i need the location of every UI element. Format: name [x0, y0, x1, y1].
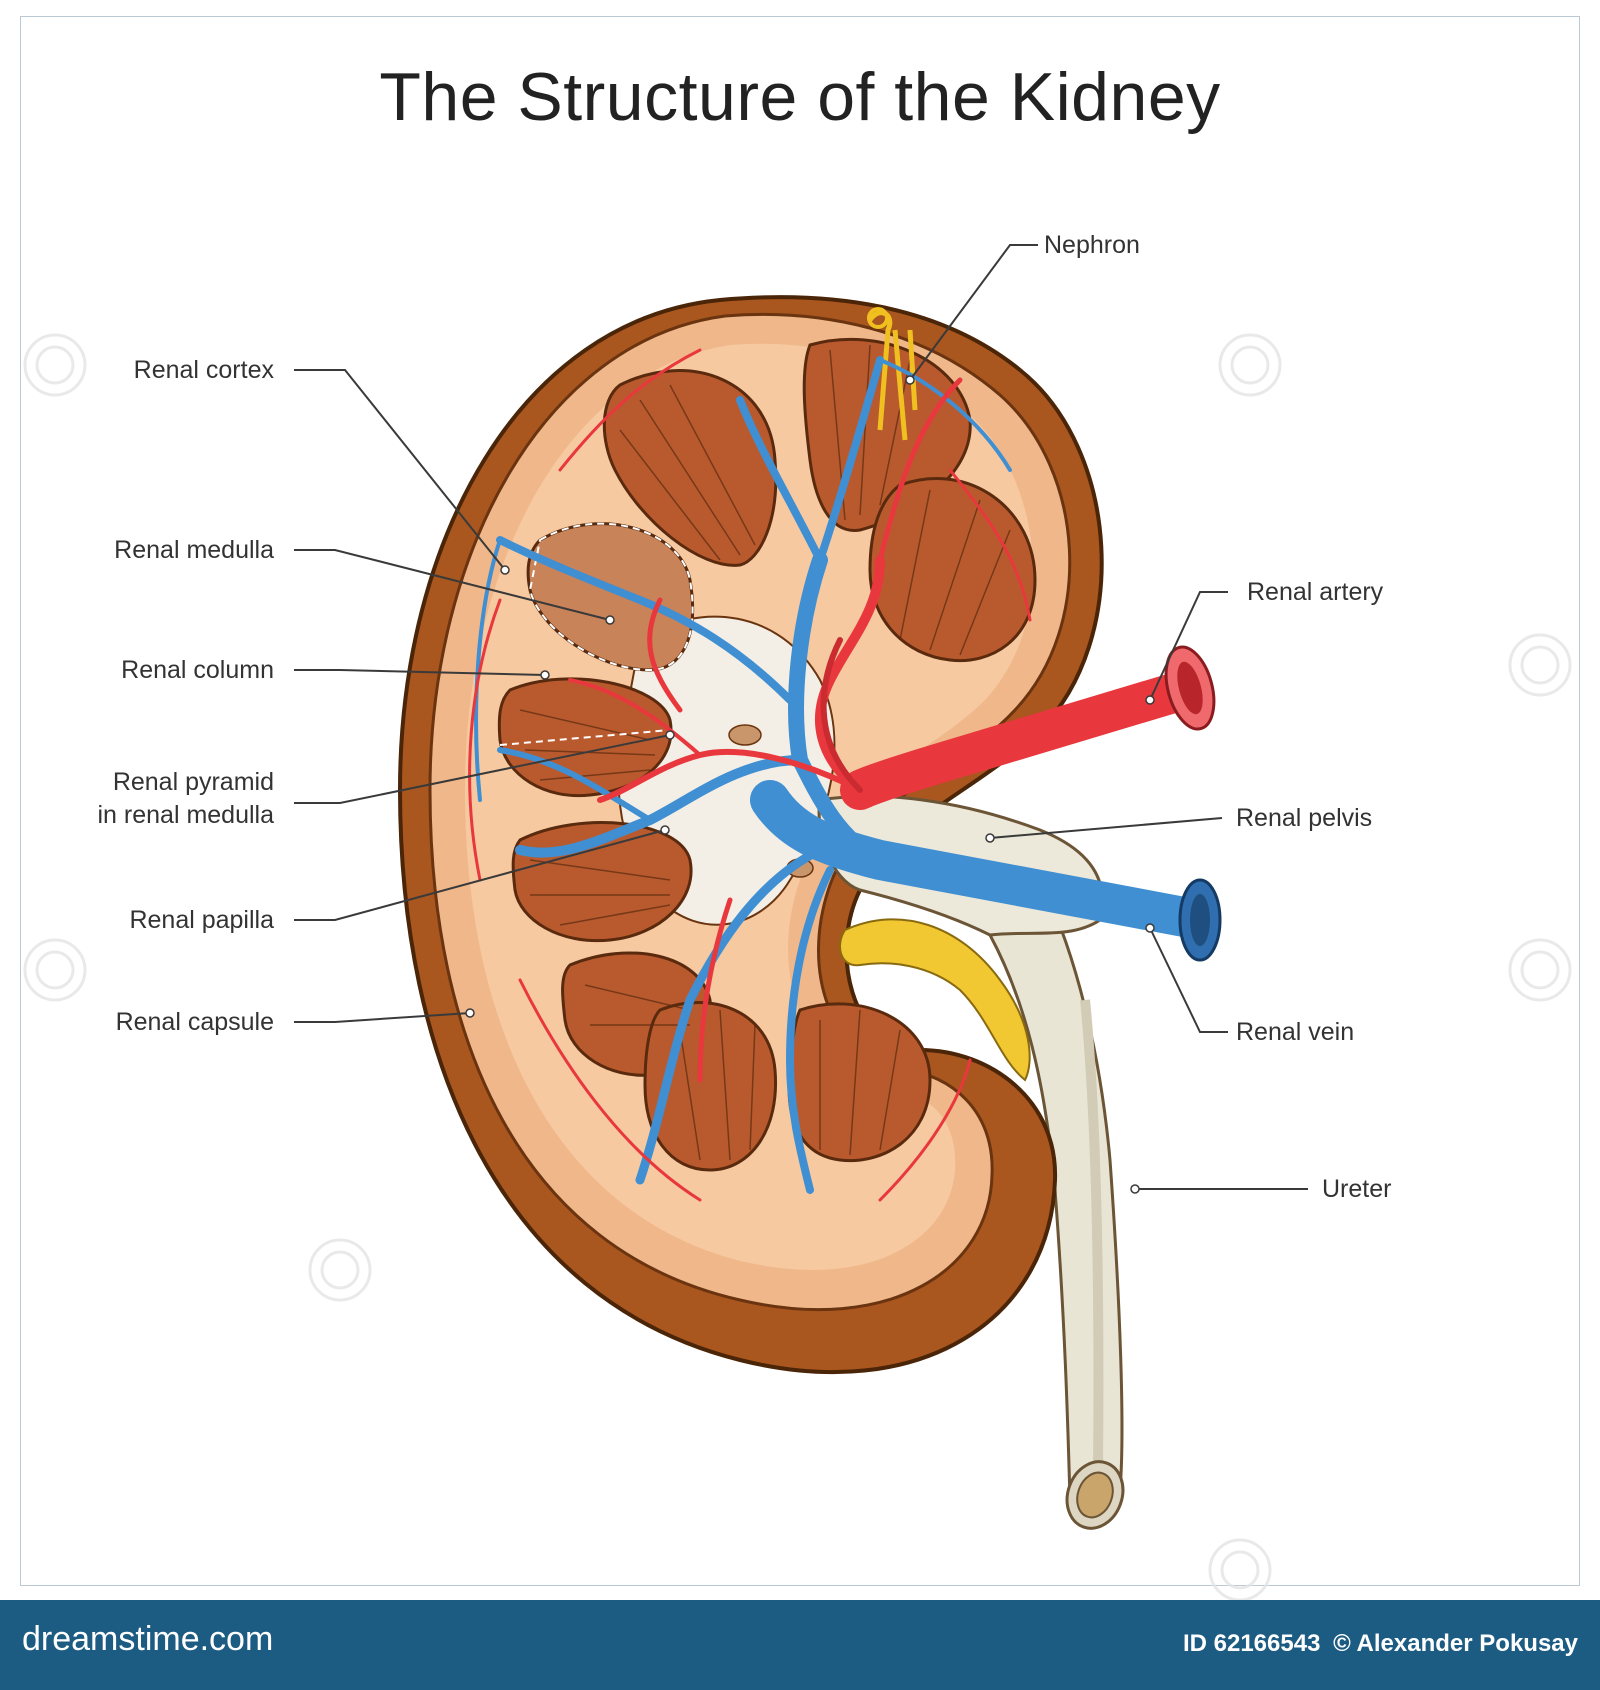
leader-lines	[294, 244, 1308, 1190]
label-renal-pelvis: Renal pelvis	[1236, 804, 1373, 832]
label-renal-pyramid-line2: in renal medulla	[97, 801, 275, 829]
label-nephron: Nephron	[1044, 231, 1140, 259]
image-credit: ID 62166543 © Alexander Pokusay	[1177, 1630, 1578, 1658]
footer-bar: dreamstime.com ID 62166543 © Alexander P…	[0, 1600, 1600, 1690]
label-renal-medulla: Renal medulla	[114, 536, 274, 564]
leader-dots	[465, 375, 1155, 1194]
label-renal-pyramid-line1: Renal pyramid	[112, 768, 274, 796]
renal-arteries	[468, 348, 1210, 1202]
copyright-text: © Alexander Pokusay	[1333, 1630, 1578, 1657]
label-renal-capsule: Renal capsule	[115, 1008, 274, 1036]
dreamstime-logo: dreamstime.com	[22, 1620, 274, 1658]
label-renal-papilla: Renal papilla	[129, 906, 274, 934]
label-renal-column: Renal column	[121, 656, 274, 684]
renal-veins	[474, 356, 1220, 1194]
label-renal-artery: Renal artery	[1247, 578, 1384, 606]
image-id: ID 62166543	[1182, 1630, 1321, 1657]
kidney	[397, 295, 1104, 1375]
label-renal-vein: Renal vein	[1236, 1018, 1355, 1046]
label-renal-cortex: Renal cortex	[133, 356, 274, 384]
page-title: The Structure of the Kidney	[379, 59, 1221, 135]
label-ureter: Ureter	[1322, 1175, 1392, 1203]
